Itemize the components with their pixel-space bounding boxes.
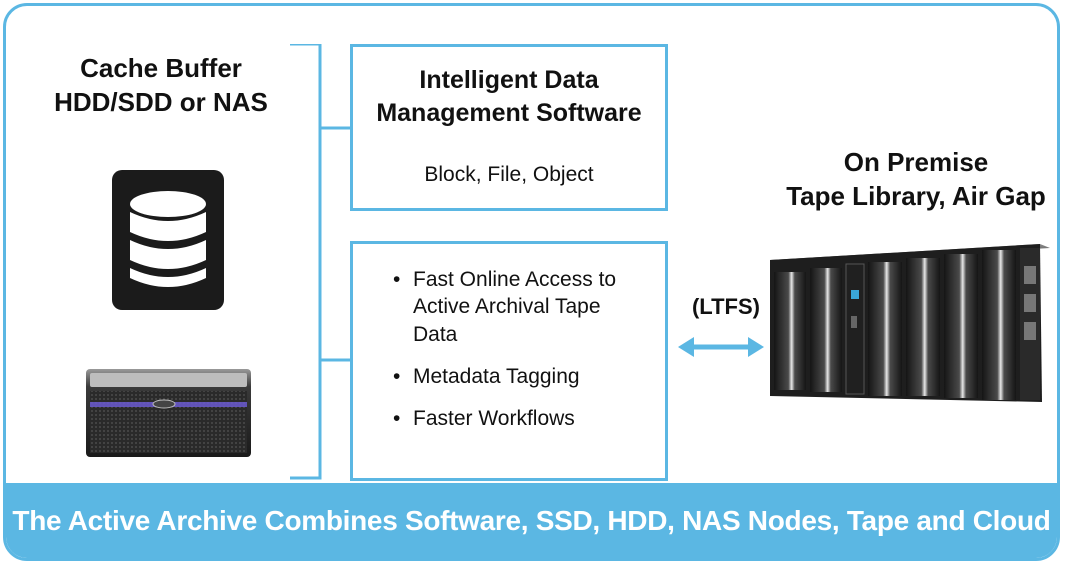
tape-library-icon xyxy=(770,236,1050,421)
software-box-title-line1: Intelligent Data xyxy=(419,66,599,94)
feature-item: Metadata Tagging xyxy=(393,363,633,391)
diagram-frame: Cache Buffer HDD/SDD or NAS xyxy=(3,3,1060,561)
on-premise-title-line1: On Premise xyxy=(843,147,989,177)
software-box-subtitle: Block, File, Object xyxy=(424,163,594,186)
cache-buffer-title-line2: HDD/SDD or NAS xyxy=(54,86,268,117)
software-box-title-line2: Management Software xyxy=(376,99,642,127)
grouping-bracket xyxy=(290,44,350,480)
double-arrow-icon xyxy=(678,337,764,357)
cache-buffer-title: Cache Buffer HDD/SDD or NAS xyxy=(36,52,286,120)
feature-item: Faster Workflows xyxy=(393,405,633,433)
features-box: Fast Online Access to Active Archival Ta… xyxy=(350,241,668,481)
footer-banner: The Active Archive Combines Software, SS… xyxy=(6,483,1057,558)
footer-text: The Active Archive Combines Software, SS… xyxy=(12,504,1051,536)
software-box: Intelligent Data Management Software Blo… xyxy=(350,44,668,211)
cache-buffer-title-line1: Cache Buffer xyxy=(80,53,242,83)
ltfs-label: (LTFS) xyxy=(691,294,760,319)
on-premise-title-line2: Tape Library, Air Gap xyxy=(786,180,1046,211)
feature-item: Fast Online Access to Active Archival Ta… xyxy=(393,266,633,348)
database-icon xyxy=(112,170,224,310)
server-appliance-icon xyxy=(86,369,251,464)
software-box-title: Intelligent Data Management Software xyxy=(353,64,665,130)
on-premise-title: On Premise Tape Library, Air Gap xyxy=(766,146,1057,214)
features-list: Fast Online Access to Active Archival Ta… xyxy=(393,266,633,447)
